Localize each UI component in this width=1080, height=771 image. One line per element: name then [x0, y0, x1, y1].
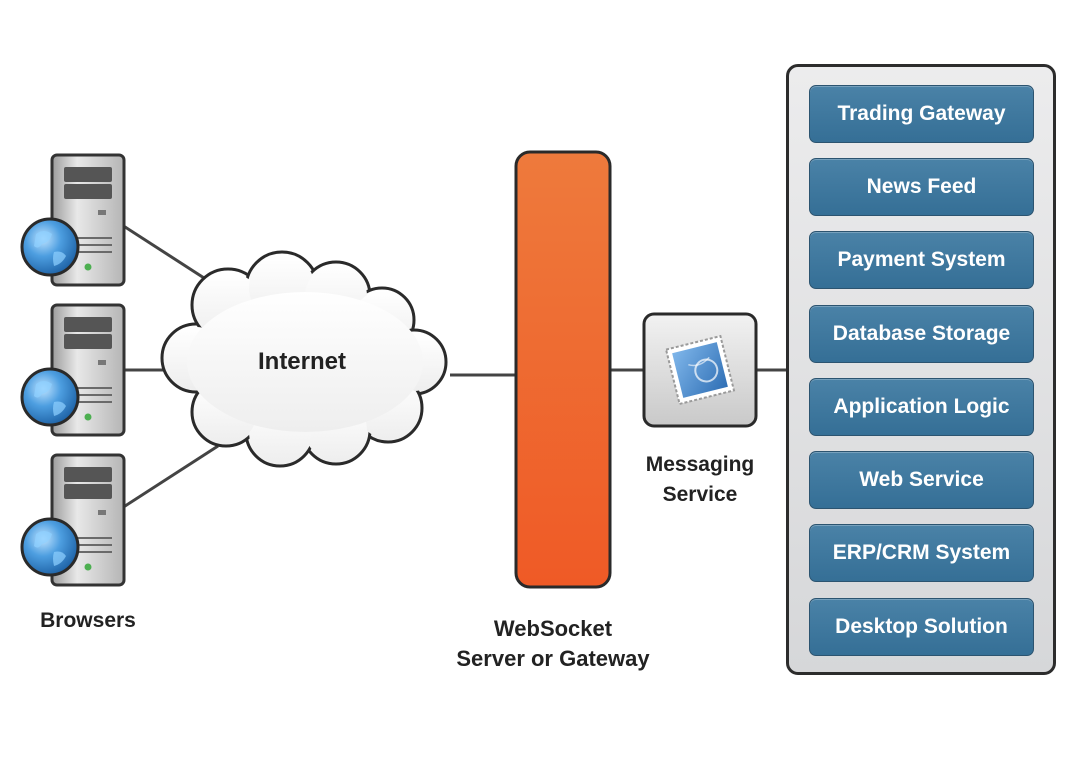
cloud-icon [160, 250, 448, 468]
service-trading-gateway: Trading Gateway [809, 85, 1034, 143]
websocket-gateway [514, 150, 612, 589]
globe-icon [20, 217, 80, 277]
browser-1 [20, 153, 126, 287]
service-database-storage: Database Storage [809, 305, 1034, 363]
postage-stamp-icon [664, 334, 736, 406]
browser-3 [20, 453, 126, 587]
service-erp-crm-system: ERP/CRM System [809, 524, 1034, 582]
service-desktop-solution: Desktop Solution [809, 598, 1034, 656]
service-application-logic: Application Logic [809, 378, 1034, 436]
messaging-service-label: Messaging Service [620, 450, 780, 510]
service-news-feed: News Feed [809, 158, 1034, 216]
browser-2 [20, 303, 126, 437]
messaging-label-line2: Service [662, 483, 738, 506]
websocket-gateway-label: WebSocket Server or Gateway [418, 614, 688, 674]
globe-icon [20, 517, 80, 577]
connector-lines [121, 223, 788, 510]
service-web-service: Web Service [809, 451, 1034, 509]
messaging-service-box [642, 312, 758, 428]
internet-label: Internet [257, 348, 346, 375]
service-payment-system: Payment System [809, 231, 1034, 289]
globe-icon [20, 367, 80, 427]
messaging-label-line1: Messaging [645, 453, 755, 476]
browsers-label: Browsers [40, 609, 136, 632]
connector-browser3-internet [121, 444, 219, 510]
websocket-label-line2: Server or Gateway [456, 646, 650, 671]
backend-services-panel: Trading Gateway News Feed Payment System… [786, 64, 1056, 675]
connector-browser1-internet [121, 223, 219, 289]
websocket-label-line1: WebSocket [493, 616, 613, 641]
